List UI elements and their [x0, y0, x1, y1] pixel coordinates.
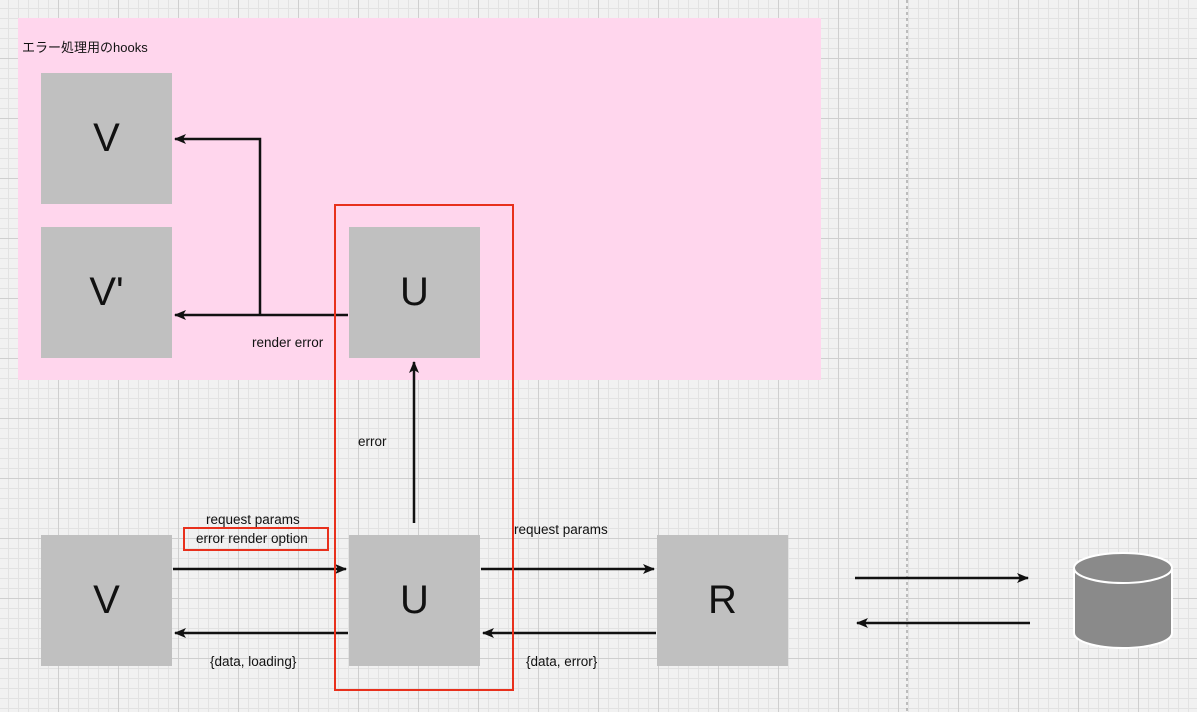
request-params-left-label: request params [206, 512, 300, 527]
database-cylinder-icon [1073, 552, 1173, 649]
error-render-option-label: error render option [196, 531, 308, 546]
hooks-group-title: エラー処理用のhooks [22, 40, 148, 55]
request-params-right-label: request params [514, 522, 608, 537]
bottom-view-node[interactable]: V [41, 535, 172, 666]
top-usecase-node[interactable]: U [349, 227, 480, 358]
data-error-label: {data, error} [526, 654, 598, 669]
repository-node[interactable]: R [657, 535, 788, 666]
bottom-usecase-node[interactable]: U [349, 535, 480, 666]
data-loading-label: {data, loading} [210, 654, 297, 669]
error-render-option-highlight [183, 527, 329, 551]
usecase-highlight-frame [334, 204, 514, 691]
error-label: error [358, 434, 387, 449]
render-error-arrow-to-v [174, 134, 262, 315]
top-view-node[interactable]: V [41, 73, 172, 204]
render-error-label: render error [252, 335, 324, 350]
top-view-prime-node[interactable]: V' [41, 227, 172, 358]
